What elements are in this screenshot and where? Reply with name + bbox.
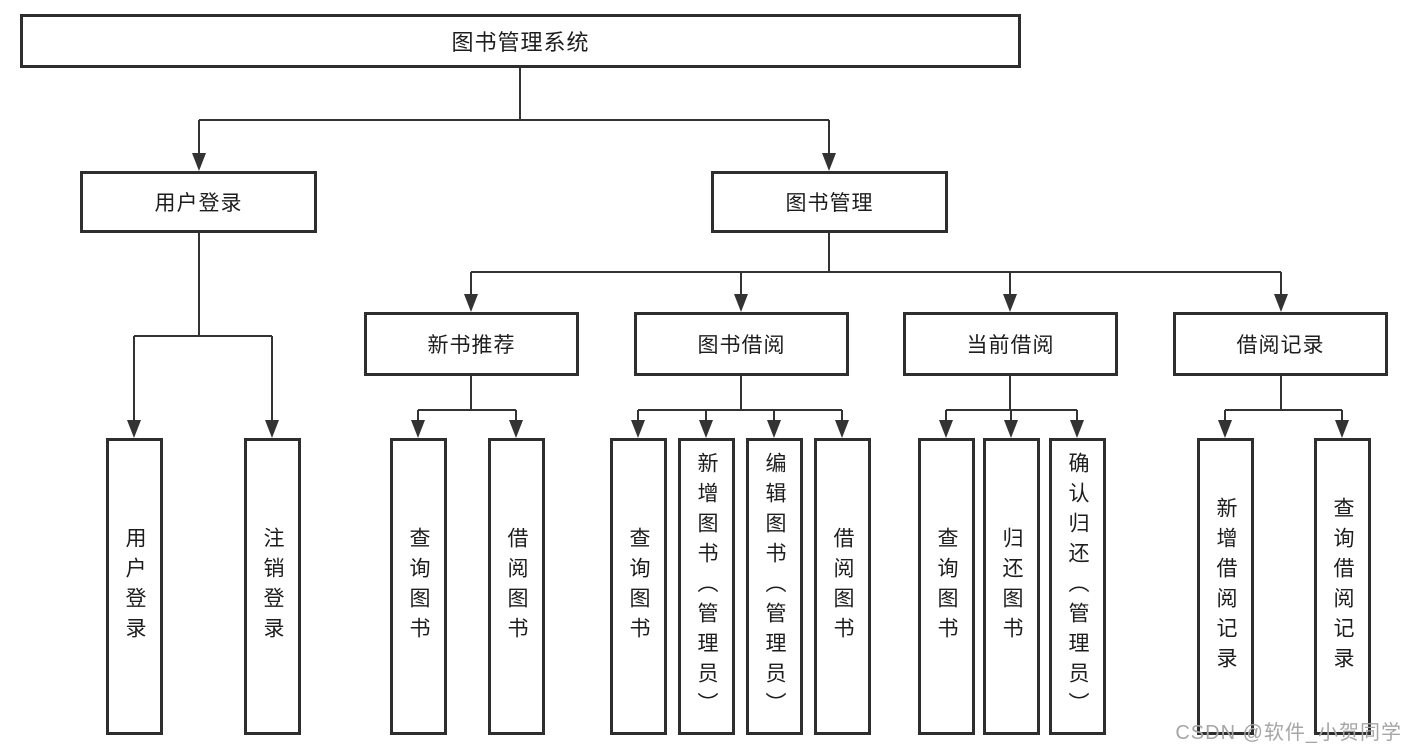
leaf-query-books: 查询图书	[610, 438, 667, 735]
node-label: 新增借阅记录	[1214, 496, 1237, 677]
node-user-login: 用户登录	[80, 171, 317, 233]
node-label: 新书推荐	[427, 334, 516, 357]
node-current-borrowing: 当前借阅	[903, 312, 1118, 376]
leaf-edit-books-admin: 编辑图书（管理员）	[746, 438, 803, 735]
leaf-confirm-return-admin: 确认归还（管理员）	[1049, 438, 1106, 735]
node-library-management-system: 图书管理系统	[20, 14, 1021, 68]
node-label: 查询图书	[407, 526, 430, 647]
node-borrowing-records: 借阅记录	[1173, 312, 1388, 376]
node-label: 查询图书	[935, 526, 958, 647]
node-new-book-recommendation: 新书推荐	[364, 312, 579, 376]
node-book-management: 图书管理	[711, 171, 948, 233]
node-label: 图书管理系统	[451, 30, 590, 55]
node-label: 当前借阅	[966, 334, 1055, 357]
node-label: 借阅记录	[1236, 334, 1325, 357]
node-label: 图书管理	[785, 192, 874, 215]
node-label: 确认归还（管理员）	[1066, 451, 1089, 722]
node-label: 查询借阅记录	[1331, 496, 1354, 677]
node-label: 借阅图书	[505, 526, 528, 647]
node-label: 用户登录	[154, 192, 243, 215]
leaf-query-books-current: 查询图书	[918, 438, 975, 735]
node-label: 查询图书	[627, 526, 650, 647]
leaf-query-books-recommend: 查询图书	[390, 438, 447, 735]
node-label: 编辑图书（管理员）	[763, 451, 786, 722]
node-book-borrowing: 图书借阅	[634, 312, 849, 376]
node-label: 图书借阅	[697, 334, 786, 357]
leaf-borrow-books-recommend: 借阅图书	[488, 438, 545, 735]
node-label: 归还图书	[1000, 526, 1023, 647]
leaf-borrow-books: 借阅图书	[814, 438, 871, 735]
node-label: 新增图书（管理员）	[695, 451, 718, 722]
leaf-user-login: 用户登录	[106, 438, 163, 735]
leaf-add-books-admin: 新增图书（管理员）	[678, 438, 735, 735]
csdn-watermark: CSDN @软件_小贺同学	[1175, 722, 1402, 744]
leaf-query-borrow-record: 查询借阅记录	[1314, 438, 1371, 735]
leaf-logout: 注销登录	[244, 438, 301, 735]
node-label: 注销登录	[261, 526, 284, 647]
leaf-return-books: 归还图书	[983, 438, 1040, 735]
node-label: 用户登录	[123, 526, 146, 647]
leaf-add-borrow-record: 新增借阅记录	[1197, 438, 1254, 735]
node-label: 借阅图书	[831, 526, 854, 647]
